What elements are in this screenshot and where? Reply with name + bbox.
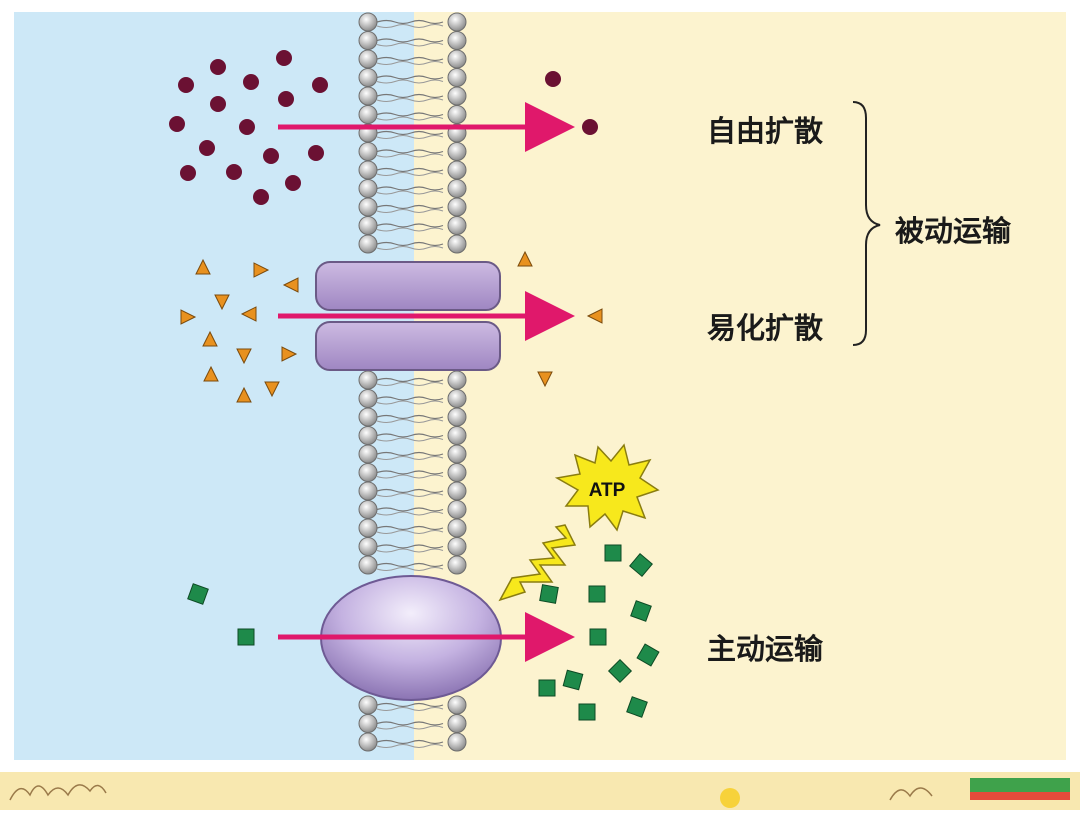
footer-flower	[720, 788, 740, 808]
label-passive-transport: 被动运输	[895, 214, 1012, 248]
footer-vine-right	[889, 787, 933, 801]
footer-band	[0, 772, 1080, 810]
active-transport-solutes	[187, 544, 660, 721]
footer-vine-left	[9, 784, 107, 801]
label-active-transport: 主动运输	[707, 632, 824, 666]
facilitated-ions	[180, 250, 603, 403]
channel-protein-icon	[315, 261, 501, 371]
atp-burst-icon: ATP	[554, 443, 660, 532]
label-free-diffusion: 自由扩散	[707, 114, 824, 148]
lipid-bilayer-icon	[358, 12, 467, 752]
label-facilitated-diffusion: 易化扩散	[707, 311, 824, 345]
passive-transport-brace	[852, 101, 881, 346]
footer-house-stripe	[970, 792, 1070, 800]
lightning-icon	[498, 524, 577, 602]
diffusing-molecules	[169, 50, 598, 205]
atp-label: ATP	[589, 480, 626, 501]
footer-house-roof	[970, 778, 1070, 792]
